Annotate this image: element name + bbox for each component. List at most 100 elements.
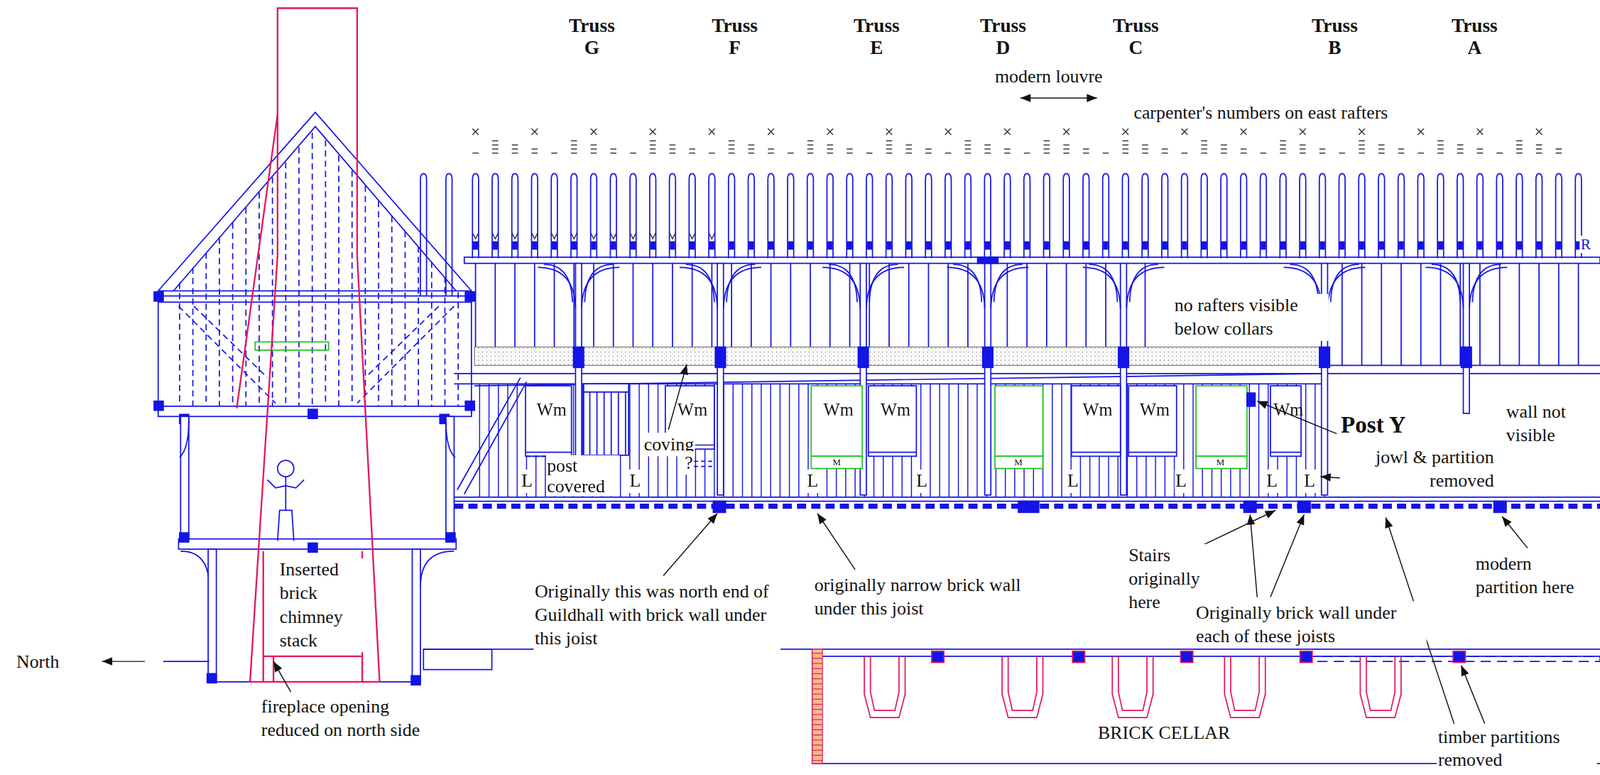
carpenters-mark — [708, 152, 716, 154]
timber-frame — [829, 263, 831, 348]
carpenters-mark — [1043, 148, 1051, 150]
carpenters-mark — [669, 232, 677, 240]
carpenters-mark — [807, 152, 814, 154]
carpenters-mark — [728, 152, 736, 154]
truss — [1120, 263, 1128, 495]
carpenters-mark — [886, 128, 893, 135]
scale-figure — [267, 479, 304, 488]
carpenters-mark — [905, 148, 912, 150]
cross-wing — [465, 401, 475, 411]
note: wall not visible — [1504, 399, 1589, 447]
timber-frame — [494, 263, 496, 348]
truss — [1327, 267, 1365, 308]
carpenters-mark — [1477, 148, 1484, 150]
stud — [1060, 383, 1062, 497]
cross-wing — [179, 420, 189, 458]
truss — [584, 264, 613, 302]
rafter — [767, 173, 775, 258]
window-mark: Wm — [879, 397, 912, 422]
query-mark: ? — [683, 450, 694, 475]
window-opening — [811, 385, 863, 456]
cross-wing — [417, 246, 419, 407]
carpenters-mark — [1457, 152, 1464, 154]
leader-line — [1249, 514, 1257, 597]
carpenters-mark — [1122, 152, 1129, 154]
brick-hatch — [812, 718, 823, 720]
leader-line — [1020, 97, 1098, 99]
rafter — [611, 242, 616, 250]
carpenters-mark — [1181, 128, 1189, 135]
stud — [967, 383, 968, 497]
stud — [497, 383, 499, 497]
brick-hatch — [812, 713, 823, 715]
carpenters-mark — [846, 152, 853, 154]
carpenters-mark — [1043, 152, 1051, 154]
truss — [1463, 263, 1471, 414]
cross-wing — [178, 306, 276, 404]
carpenters-mark — [1536, 128, 1543, 135]
timber-frame — [651, 263, 654, 348]
rafter — [1004, 242, 1010, 250]
carpenters-mark — [1378, 152, 1385, 154]
rafter — [1477, 173, 1484, 258]
window-mark: Wm — [1081, 397, 1114, 422]
carpenters-mark — [1122, 128, 1129, 135]
carpenters-mark — [748, 148, 755, 150]
stud — [1051, 383, 1053, 497]
rafter — [985, 242, 990, 250]
cross-wing — [420, 551, 454, 587]
carpenters-mark — [1063, 128, 1070, 135]
brick-pier — [1008, 656, 1037, 711]
brick-pier — [1224, 656, 1265, 718]
rafter — [649, 173, 657, 258]
carpenters-mark — [1141, 152, 1149, 154]
cross-wing — [404, 231, 407, 407]
brick-hatch — [812, 668, 823, 669]
carpenters-mark — [629, 152, 637, 154]
carpenters-mark — [1516, 152, 1523, 154]
carpenters-mark — [728, 148, 736, 150]
brick-pier — [1118, 656, 1147, 711]
rafter — [631, 242, 636, 250]
truss — [573, 347, 584, 368]
rafter — [846, 173, 853, 258]
carpenters-mark — [1299, 148, 1306, 150]
chimney-stack — [262, 551, 265, 682]
timber-frame — [514, 263, 516, 348]
timber-frame — [1420, 263, 1422, 366]
carpenters-mark — [1358, 128, 1365, 135]
timber-frame — [691, 263, 694, 348]
cross-wing — [180, 551, 209, 587]
truss — [717, 263, 724, 495]
carpenters-mark — [472, 152, 479, 154]
inserted-beam — [254, 341, 329, 350]
truss — [1330, 264, 1360, 302]
timber-frame — [1380, 263, 1382, 366]
leader-line — [102, 98, 1528, 724]
carpenters-mark — [1417, 152, 1424, 154]
stud — [1192, 383, 1194, 497]
note: Inserted brick chimney stack — [278, 558, 368, 652]
carpenters-mark — [826, 128, 834, 135]
carpenters-mark — [945, 128, 952, 135]
carpenters-mark — [1378, 148, 1385, 150]
truss — [543, 264, 573, 302]
cross-wing — [154, 401, 164, 411]
rafter — [570, 173, 578, 258]
brick-hatch — [812, 744, 823, 745]
rafter — [1279, 173, 1287, 258]
note: jowl & partition removed — [1340, 445, 1495, 493]
carpenters-mark — [1496, 152, 1503, 154]
timber-frame — [1519, 263, 1521, 366]
brick-pier — [1230, 656, 1260, 711]
timber-frame — [750, 263, 753, 348]
window-mark: Wm — [535, 397, 568, 422]
carpenters-mark — [1358, 148, 1365, 150]
carpenters-mark — [866, 152, 873, 154]
brick-hatch — [812, 729, 823, 731]
stud — [751, 383, 753, 497]
timber-frame — [928, 263, 930, 348]
coving-band — [474, 347, 1327, 366]
carpenters-mark — [1516, 144, 1523, 145]
stud — [479, 383, 1325, 497]
